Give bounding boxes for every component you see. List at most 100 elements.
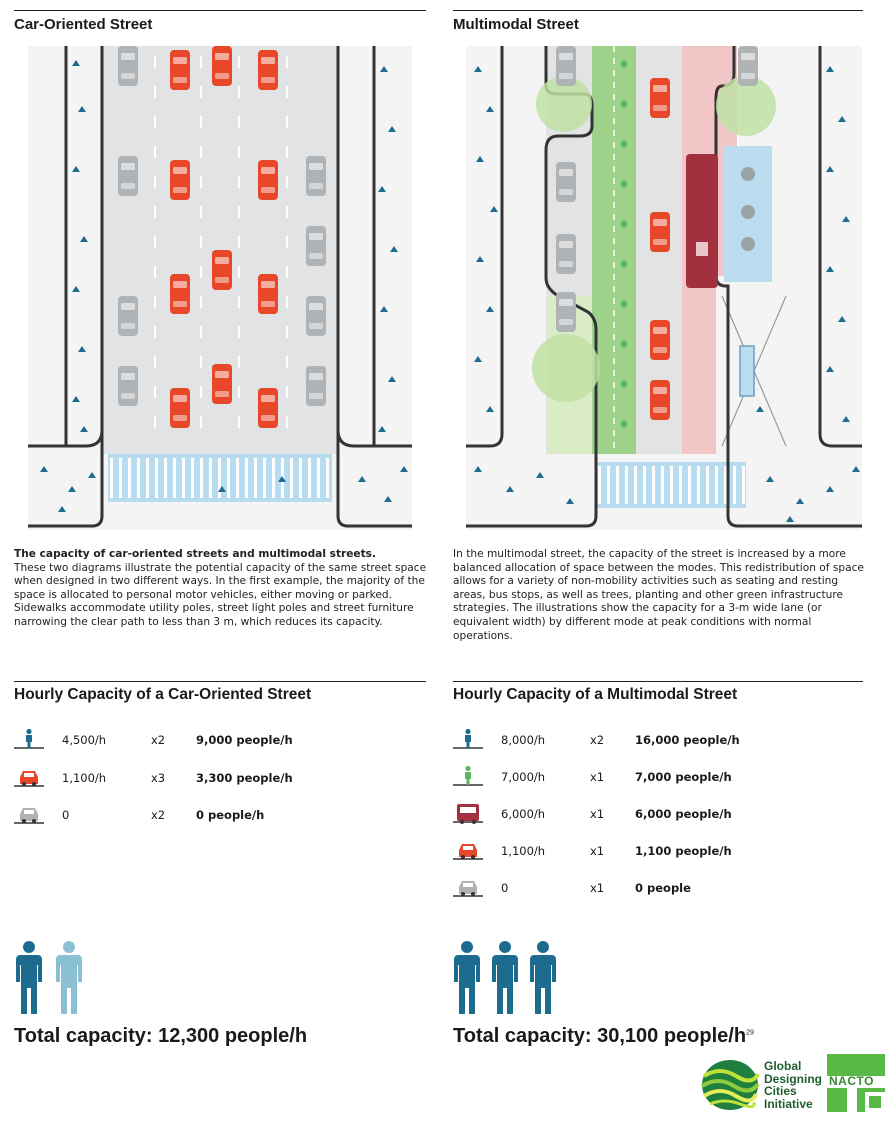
crosswalk-stripe (110, 458, 113, 498)
crosswalk-stripe (236, 458, 239, 498)
gdci-line-4: Initiative (764, 1096, 813, 1111)
left-caption-title: The capacity of car-oriented streets and… (14, 548, 376, 560)
moving-car (258, 160, 278, 200)
crosswalk-stripe (607, 466, 610, 504)
pedestrian (826, 266, 834, 272)
pedestrian (378, 186, 386, 192)
pedestrian (490, 206, 498, 212)
right-total-label: Total capacity: 30,100 people/h (453, 1025, 747, 1047)
left-curb-east (336, 46, 412, 528)
capacity-total: 0 people (635, 881, 691, 895)
moving-car (650, 78, 670, 118)
pedestrian (826, 66, 834, 72)
moving-car (650, 380, 670, 420)
lane-dash (286, 356, 288, 368)
pedestrian (72, 60, 80, 66)
lane-dash (238, 296, 240, 308)
lane-dash (154, 356, 156, 368)
lane-dash (154, 266, 156, 278)
capacity-rate: 4,500/h (62, 733, 107, 747)
pedestrian (838, 316, 846, 322)
left-caption: The capacity of car-oriented streets and… (14, 548, 432, 630)
pedestrian (80, 426, 88, 432)
crosswalk-stripe (200, 458, 203, 498)
tree (716, 76, 776, 136)
moving-car (258, 388, 278, 428)
lane-dash (238, 326, 240, 338)
pedestrian (58, 506, 66, 512)
moving-car (212, 46, 232, 86)
crosswalk-stripe (679, 466, 682, 504)
left-curb-west (28, 46, 104, 528)
capacity-total: 9,000 people/h (196, 733, 293, 747)
parked-car (556, 162, 576, 202)
left-capacity-title: Hourly Capacity of a Car-Oriented Street (14, 686, 312, 703)
lane-dash (154, 296, 156, 308)
crosswalk-stripe (209, 458, 212, 498)
crosswalk-stripe (616, 466, 619, 504)
parked-car (306, 156, 326, 196)
crosswalk-stripe (227, 458, 230, 498)
capacity-total: 1,100 people/h (635, 844, 732, 858)
crosswalk-stripe (263, 458, 266, 498)
crosswalk-stripe (308, 458, 311, 498)
moving-car (258, 50, 278, 90)
pedestrian (378, 426, 386, 432)
capacity-multiplier: x1 (590, 844, 605, 858)
parked-car (306, 226, 326, 266)
right-total-capacity: Total capacity: 30,100 people/h29 (453, 1025, 754, 1048)
capacity-multiplier: x1 (590, 881, 605, 895)
parked-car (118, 156, 138, 196)
crosswalk-stripe (272, 458, 275, 498)
crosswalk-stripe (643, 466, 646, 504)
lane-dash (200, 386, 202, 398)
person-figure (530, 941, 556, 1014)
lane-dash (238, 86, 240, 98)
pedestrian (80, 236, 88, 242)
parked-car (556, 292, 576, 332)
cyclist (620, 180, 628, 188)
pedestrian (842, 416, 850, 422)
moving-car (258, 274, 278, 314)
pedestrian (852, 466, 860, 472)
crosswalk-stripe (254, 458, 257, 498)
pedestrian (826, 486, 834, 492)
gdci-wordmark: Global Designing Cities Initiative (764, 1060, 822, 1110)
lane-dash (286, 326, 288, 338)
parked-car (738, 46, 758, 86)
right-people-figures (454, 941, 556, 1014)
right-caption-body: In the multimodal street, the capacity o… (453, 548, 864, 642)
cyclist (620, 220, 628, 228)
lane-dash (286, 116, 288, 128)
crosswalk-stripe (119, 458, 122, 498)
tree (536, 76, 592, 132)
capacity-multiplier: x2 (590, 733, 605, 747)
lane-dash (154, 416, 156, 428)
capacity-total: 0 people/h (196, 808, 265, 822)
pedestrian (474, 66, 482, 72)
moving-car (170, 274, 190, 314)
right-caption: In the multimodal street, the capacity o… (453, 548, 871, 643)
crosswalk-stripe (715, 466, 718, 504)
seating-table (741, 237, 755, 251)
lane-dash (200, 146, 202, 158)
pedestrian (476, 156, 484, 162)
pedestrian (218, 486, 226, 492)
capacity-multiplier: x1 (590, 807, 605, 821)
pedestrian (390, 246, 398, 252)
lane-dash (286, 266, 288, 278)
lane-dash (200, 116, 202, 128)
pedestrian (72, 396, 80, 402)
pedestrian (766, 476, 774, 482)
lane-dash (238, 146, 240, 158)
capacity-multiplier: x2 (151, 733, 166, 747)
pedestrian (536, 472, 544, 478)
nacto-wordmark: NACTO (829, 1074, 874, 1088)
pedestrian (486, 306, 494, 312)
crosswalk-stripe (688, 466, 691, 504)
moving-car (170, 50, 190, 90)
moving-car (650, 212, 670, 252)
